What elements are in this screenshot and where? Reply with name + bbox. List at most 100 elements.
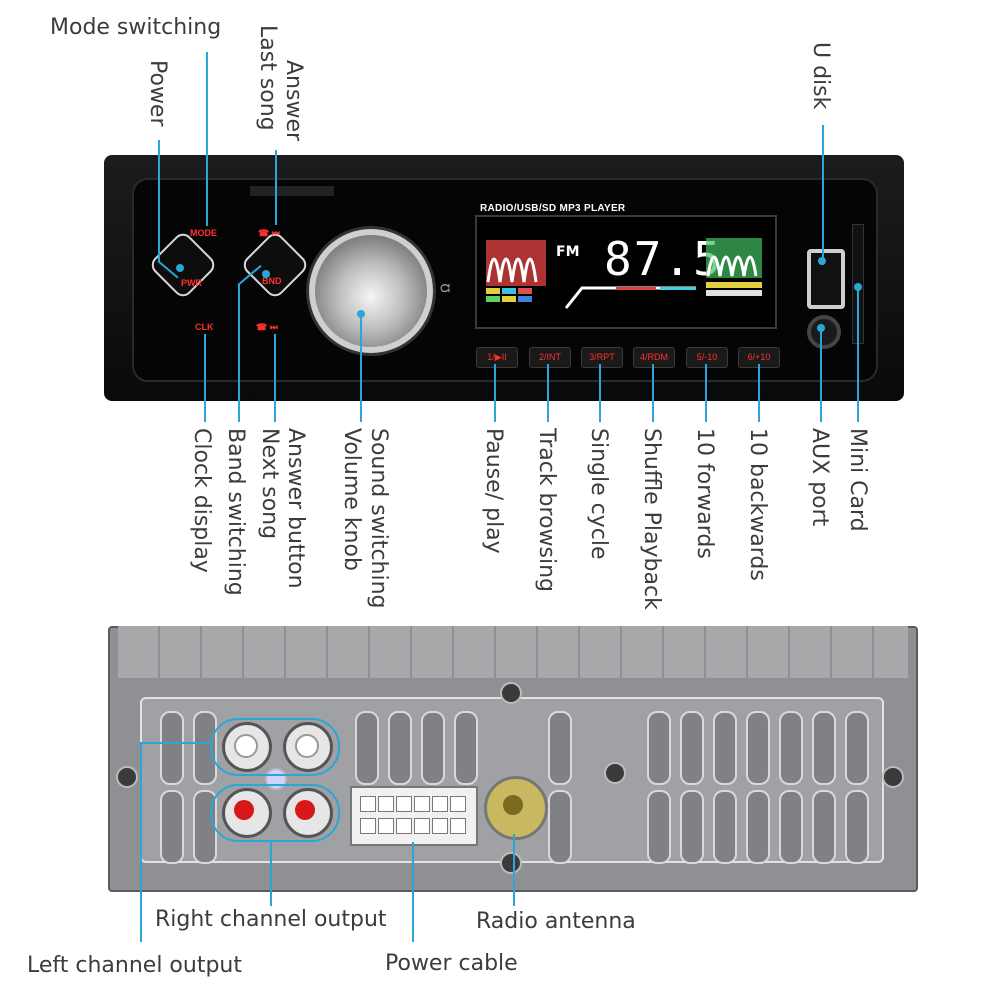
rca-right-group	[210, 718, 340, 776]
vent-slot	[421, 711, 445, 785]
rca-right-white-jack[interactable]	[222, 722, 272, 772]
label-right-channel-output: Right channel output	[155, 907, 387, 932]
screw	[500, 682, 522, 704]
screw	[882, 766, 904, 788]
connector-pin	[450, 796, 466, 812]
label-single-cycle: Single cycle	[586, 428, 611, 560]
usb-indicator-bar	[564, 286, 696, 309]
label-10-backwards: 10 backwards	[745, 428, 770, 581]
dot-mini-card	[854, 283, 862, 291]
leader-u-disk	[822, 125, 824, 265]
vent-slot	[746, 790, 770, 864]
label-radio-antenna: Radio antenna	[476, 909, 636, 934]
leader-last-song	[275, 150, 277, 225]
leader-clk	[204, 334, 206, 422]
connector-pin	[360, 818, 376, 834]
rca-left-white-jack[interactable]	[283, 722, 333, 772]
label-aux-port: AUX port	[807, 428, 832, 527]
aux-port[interactable]	[807, 315, 841, 349]
dot-volume	[357, 310, 365, 318]
leader-preset-2	[547, 364, 549, 422]
connector-pin	[396, 796, 412, 812]
vent-slot	[812, 790, 836, 864]
dot-power	[176, 264, 184, 272]
dot-u-disk	[818, 257, 826, 265]
preset-5-button[interactable]: 5/-10	[686, 347, 728, 368]
leader-aux	[820, 330, 822, 422]
next-song-button[interactable]: ☎ ⏭	[256, 322, 278, 332]
vent-slot	[845, 711, 869, 785]
leader-right-channel	[270, 840, 272, 906]
connector-pin	[432, 818, 448, 834]
connector-pin	[414, 818, 430, 834]
leader-power-cable	[412, 842, 414, 942]
vent-slot	[160, 711, 184, 785]
connector-pin	[378, 818, 394, 834]
leader-next-song	[274, 334, 276, 422]
leader-preset-1	[494, 364, 496, 422]
equalizer-right	[706, 238, 762, 296]
preset-4-button[interactable]: 4/RDM	[633, 347, 675, 368]
last-song-button[interactable]: ☎ ⏮	[258, 228, 280, 238]
connector-pin	[450, 818, 466, 834]
vent-slot	[355, 711, 379, 785]
vent-slot	[548, 711, 572, 785]
rear-panel-top	[118, 626, 908, 678]
vent-slot	[779, 790, 803, 864]
connector-pin	[432, 796, 448, 812]
label-mode-switching: Mode switching	[50, 15, 222, 40]
label-answer: Answer	[281, 60, 306, 142]
connector-pin	[396, 818, 412, 834]
connector-pin	[378, 796, 394, 812]
disc-slot	[250, 186, 334, 196]
label-10-forwards: 10 forwards	[692, 428, 717, 559]
vent-slot	[680, 790, 704, 864]
leader-mini-card	[857, 289, 859, 422]
equalizer-left	[486, 240, 546, 302]
rca-left-red-jack[interactable]	[283, 788, 333, 838]
leader-bnd	[238, 284, 240, 422]
vent-slot	[160, 790, 184, 864]
version-mark: Ω	[438, 283, 453, 293]
leader-left-channel-v	[140, 742, 142, 942]
label-left-channel-output: Left channel output	[27, 953, 242, 978]
leader-power	[158, 140, 160, 262]
volume-knob[interactable]	[309, 229, 433, 353]
label-next-song: Next song	[257, 428, 282, 540]
band-indicator: FM	[556, 244, 580, 260]
usb-port[interactable]	[807, 249, 845, 309]
label-power: Power	[145, 60, 170, 127]
screw	[500, 852, 522, 874]
vent-slot	[845, 790, 869, 864]
vent-slot	[548, 790, 572, 864]
label-clock-display: Clock display	[189, 428, 214, 573]
label-sound-switching: Sound switching	[366, 428, 391, 609]
vent-slot	[680, 711, 704, 785]
preset-3-button[interactable]: 3/RPT	[581, 347, 623, 368]
bnd-label: BND	[262, 276, 282, 286]
label-power-cable: Power cable	[385, 951, 518, 976]
label-mini-card: Mini Card	[845, 428, 870, 532]
vent-slot	[647, 711, 671, 785]
antenna-socket[interactable]	[484, 776, 548, 840]
screw	[604, 762, 626, 784]
leader-volume	[360, 316, 362, 422]
label-pause-play: Pause/ play	[481, 428, 506, 554]
leader-preset-5	[705, 364, 707, 422]
leader-left-channel-h	[140, 742, 210, 744]
label-volume-knob: Volume knob	[339, 428, 364, 571]
leader-preset-3	[599, 364, 601, 422]
dot-bnd	[262, 270, 270, 278]
vent-slot	[746, 711, 770, 785]
preset-1-button[interactable]: 1/▶II	[476, 347, 518, 368]
vent-slot	[779, 711, 803, 785]
power-connector[interactable]	[350, 786, 478, 846]
clk-button[interactable]: CLK	[195, 322, 214, 332]
pwr-label: PWR	[181, 278, 202, 288]
mode-button[interactable]: MODE	[190, 228, 217, 238]
leader-mode	[206, 52, 208, 226]
vent-slot	[647, 790, 671, 864]
preset-2-button[interactable]: 2/INT	[529, 347, 571, 368]
frequency-readout: 87.5	[604, 232, 723, 286]
rca-right-red-jack[interactable]	[222, 788, 272, 838]
